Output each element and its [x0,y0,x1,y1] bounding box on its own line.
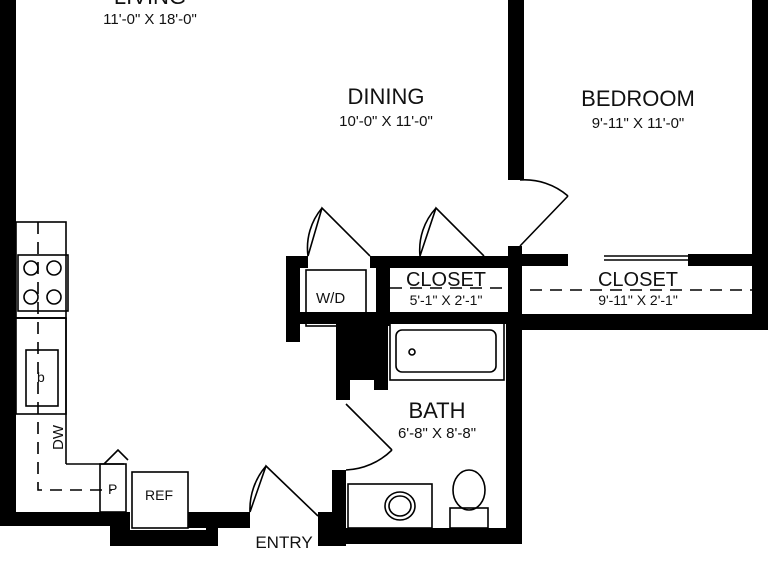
closet-slider [604,255,690,261]
sink-label: b [37,369,45,385]
bedroom-dims: 9'-11" X 11'-0" [592,115,685,132]
kitchen-sink-icon: b [25,349,59,407]
closet-door [418,206,485,257]
wall-closet-bottom [506,314,768,330]
dishwasher-label: DW [50,424,67,450]
wall-left [0,0,16,520]
wall-wd-top [286,256,308,268]
bath-fixtures [347,321,505,529]
closet1-dims: 5'-1" X 2'-1" [410,292,483,308]
wall-wd-right [376,256,390,326]
living-dims: 11'-0" X 18'-0" [103,11,197,28]
bathtub-icon [389,321,505,381]
wall-bedroom-right [752,0,768,330]
washer-dryer-label: W/D [316,290,345,307]
wall-closet1-top [370,256,520,268]
wall-tub-left [374,320,388,390]
living-name: LIVING [114,0,186,9]
refrigerator-label: REF [145,487,173,503]
pantry-label: P [108,481,117,497]
bedroom-name: BEDROOM [581,86,695,111]
bath-name: BATH [408,398,465,423]
wall-bottom-left-lower [110,530,206,546]
entry-door [249,464,319,517]
toilet-icon [449,469,489,529]
wall-bath-left-lower [332,470,346,530]
bath-dims: 6'-8" X 8'-8" [398,425,476,442]
dining-dims: 10'-0" X 11'-0" [339,113,433,130]
wall-bath-right [506,316,522,544]
doors [249,179,690,517]
closet2-name: CLOSET [598,269,678,291]
wall-bottom-left [0,512,130,526]
wall-wd-left [286,256,300,342]
washer-dryer: W/D [305,269,367,327]
closet2-dims: 9'-11" X 2'-1" [598,292,678,308]
bath-door [345,403,393,471]
vanity-icon [347,483,433,529]
wall-bath-bottom [330,528,520,544]
closet1-name: CLOSET [406,269,486,291]
wall-closet-divider [508,254,568,266]
bedroom-door [519,179,569,247]
entry-label: ENTRY [255,533,312,552]
walls [0,0,768,546]
dining-name: DINING [348,84,425,109]
refrigerator: REF [131,471,189,529]
wall-bottom-mid [188,512,250,528]
wall-entry-left-jamb [206,512,218,546]
range-icon [17,254,69,312]
wall-bath-left-upper [336,320,350,400]
wall-dining-bedroom [508,0,524,180]
wall-closet-top-far [688,254,768,266]
kitchen: b DW P REF [15,221,189,529]
wd-door [306,206,371,257]
dishwasher: DW [50,424,67,450]
pantry: P [99,448,129,513]
